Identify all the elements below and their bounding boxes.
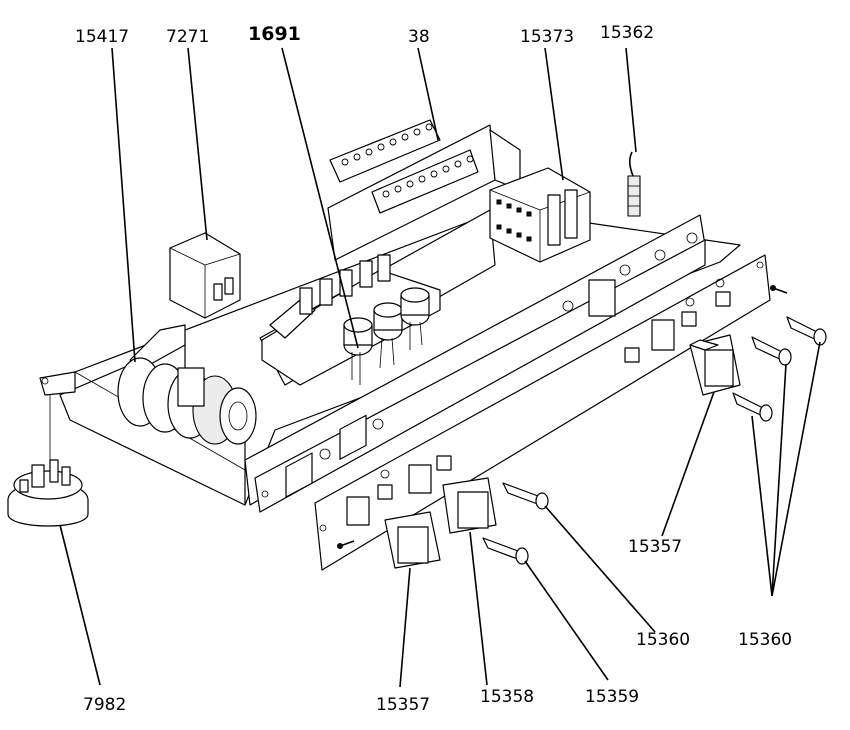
callout-15373: 15373 — [520, 27, 574, 47]
callout-7271: 7271 — [166, 27, 209, 47]
callout-7982: 7982 — [83, 695, 126, 715]
callout-15358: 15358 — [480, 687, 534, 707]
outer-front-panel — [314, 254, 771, 571]
callout-1691: 1691 — [248, 23, 301, 45]
leader-lines — [59, 47, 821, 688]
rocker-switch-right — [689, 334, 741, 396]
callout-15417: 15417 — [75, 27, 129, 47]
timer-programmer — [117, 357, 257, 445]
temperature-sensor — [627, 151, 641, 217]
rear-front-panel — [244, 214, 706, 513]
terminal-blocks — [329, 119, 479, 214]
pressure-switch — [7, 459, 89, 527]
callout-15360-right: 15360 — [738, 630, 792, 650]
relay — [169, 232, 241, 319]
indicator-lamps — [482, 316, 827, 565]
rocker-switch-middle — [442, 477, 497, 534]
callout-15357-right: 15357 — [628, 537, 682, 557]
callout-15357-bottom: 15357 — [376, 695, 430, 715]
callout-38: 38 — [408, 27, 430, 47]
callout-15360-middle: 15360 — [636, 630, 690, 650]
callout-15359: 15359 — [585, 687, 639, 707]
screws — [337, 285, 788, 549]
contactor — [489, 167, 591, 263]
callout-labels: 15417 7271 1691 38 15373 15362 15357 153… — [75, 23, 792, 715]
callout-15362: 15362 — [600, 23, 654, 43]
capacitor-assembly — [261, 254, 441, 386]
rocker-switch-left — [384, 511, 441, 569]
